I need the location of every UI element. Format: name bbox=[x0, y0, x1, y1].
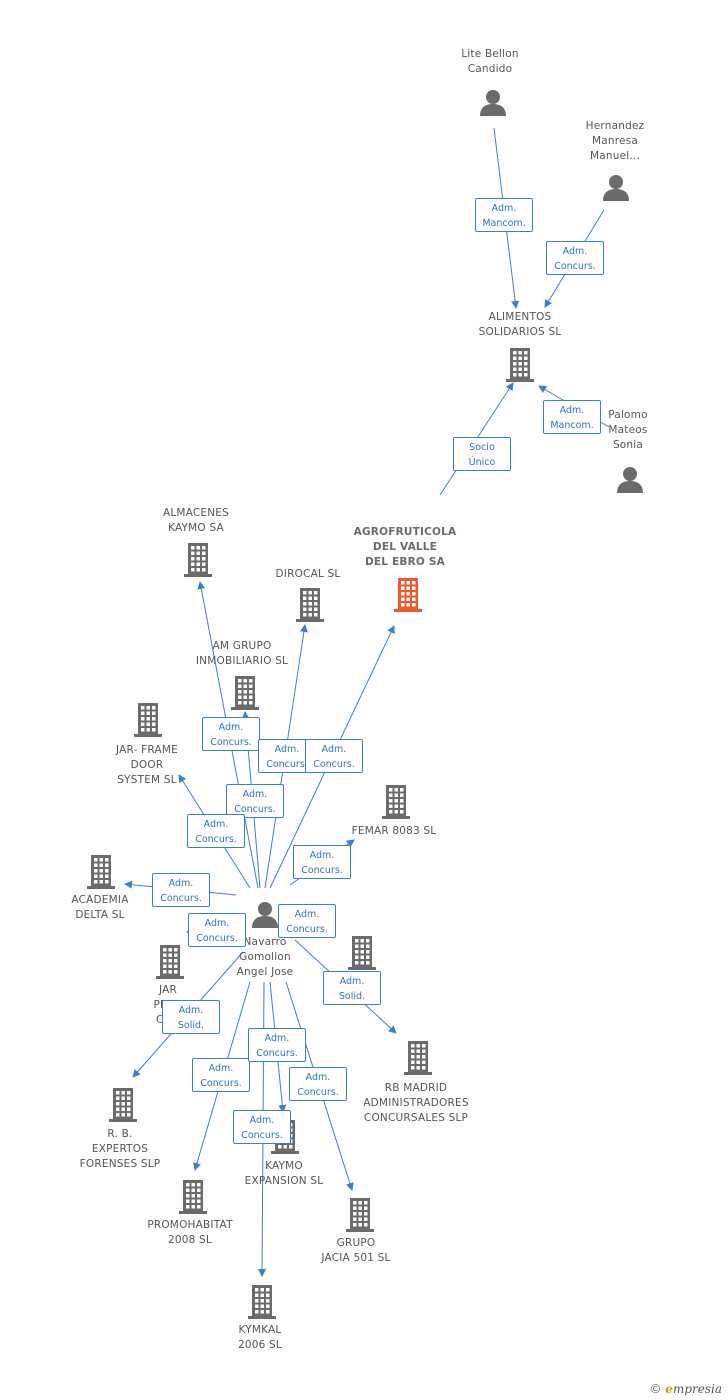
edge-label-e13[interactable]: Adm. Concurs. bbox=[278, 904, 336, 938]
node-label-kaymoexp[interactable]: KAYMO EXPANSION SL bbox=[244, 1160, 324, 1187]
edge-label-e14[interactable]: Adm. Solid. bbox=[323, 971, 381, 1005]
person-icon-lite[interactable] bbox=[478, 88, 508, 122]
node-label-jarframe[interactable]: JAR- FRAME DOOR SYSTEM SL bbox=[116, 743, 178, 786]
edge-label-e1[interactable]: Adm. Mancom. bbox=[475, 198, 533, 232]
edge-label-e8[interactable]: Adm. Concurs. bbox=[305, 739, 363, 773]
edge-label-e19[interactable]: Adm. Concurs. bbox=[233, 1110, 291, 1144]
edge-label-e11[interactable]: Adm. Concurs. bbox=[152, 873, 210, 907]
person-icon-navarro[interactable] bbox=[250, 900, 280, 934]
edge-label-e16[interactable]: Adm. Concurs. bbox=[192, 1058, 250, 1092]
node-label-hernandez[interactable]: Hernandez Manresa Manuel... bbox=[585, 119, 645, 162]
building-icon-academia[interactable] bbox=[85, 855, 117, 893]
edge-label-e17[interactable]: Adm. Concurs. bbox=[248, 1028, 306, 1062]
node-label-dirocal[interactable]: DIROCAL SL bbox=[275, 567, 341, 580]
building-icon-alimentos[interactable] bbox=[504, 348, 536, 386]
node-label-femar[interactable]: FEMAR 8083 SL bbox=[351, 824, 437, 837]
building-icon-rbmadrid[interactable] bbox=[402, 1041, 434, 1079]
building-icon-femar[interactable] bbox=[380, 785, 412, 823]
building-icon-agrofruticola[interactable] bbox=[392, 578, 424, 616]
person-icon-palomo[interactable] bbox=[615, 465, 645, 499]
building-icon-jarframe[interactable] bbox=[132, 703, 164, 741]
node-label-palomo[interactable]: Palomo Mateos Sonia bbox=[608, 408, 648, 451]
node-label-lite[interactable]: Lite Bellon Candido bbox=[461, 48, 519, 75]
edge-label-e9[interactable]: Adm. Concurs. bbox=[187, 814, 245, 848]
building-icon-almacenes[interactable] bbox=[182, 543, 214, 581]
person-icon-hernandez[interactable] bbox=[601, 173, 631, 207]
node-label-almacenes[interactable]: ALMACENES KAYMO SA bbox=[162, 507, 229, 534]
edge-label-e4[interactable]: Socio Único bbox=[453, 437, 511, 471]
node-label-rb[interactable]: R. B. EXPERTOS FORENSES SLP bbox=[79, 1127, 161, 1170]
building-icon-promohabitat[interactable] bbox=[177, 1180, 209, 1218]
edge-label-e6[interactable]: Adm. Concurs. bbox=[226, 784, 284, 818]
edge-label-e5[interactable]: Adm. Concurs. bbox=[202, 717, 260, 751]
building-icon-jacia[interactable] bbox=[344, 1198, 376, 1236]
building-icon-dirocal[interactable] bbox=[294, 588, 326, 626]
edge-label-e10[interactable]: Adm. Concurs. bbox=[293, 845, 351, 879]
node-label-jacia[interactable]: GRUPO JACIA 501 SL bbox=[321, 1237, 391, 1264]
node-label-promohabitat[interactable]: PROMOHABITAT 2008 SL bbox=[147, 1219, 233, 1246]
edge-label-e12[interactable]: Adm. Concurs. bbox=[188, 913, 246, 947]
node-label-alimentos[interactable]: ALIMENTOS SOLIDARIOS SL bbox=[478, 311, 562, 338]
building-icon-rb[interactable] bbox=[107, 1088, 139, 1126]
edge-label-e2[interactable]: Adm. Concurs. bbox=[546, 241, 604, 275]
building-icon-amgrupo[interactable] bbox=[229, 676, 261, 714]
node-label-navarro[interactable]: Navarro Gomollon Angel Jose bbox=[236, 935, 294, 978]
edge-label-e15[interactable]: Adm. Solid. bbox=[162, 1000, 220, 1034]
edge-label-e3[interactable]: Adm. Mancom. bbox=[543, 400, 601, 434]
building-icon-jarprot[interactable] bbox=[154, 945, 186, 983]
node-label-amgrupo[interactable]: AM GRUPO INMOBILIARIO SL bbox=[195, 640, 289, 667]
empresia-watermark: © empresia bbox=[649, 1382, 722, 1396]
building-icon-kre[interactable] bbox=[346, 936, 378, 974]
edge-label-e18[interactable]: Adm. Concurs. bbox=[289, 1067, 347, 1101]
building-icon-kymkal[interactable] bbox=[246, 1285, 278, 1323]
node-label-rbmadrid[interactable]: RB MADRID ADMINISTRADORES CONCURSALES SL… bbox=[363, 1081, 469, 1124]
node-label-academia[interactable]: ACADEMIA DELTA SL bbox=[71, 894, 129, 921]
node-label-agrofruticola[interactable]: AGROFRUTICOLA DEL VALLE DEL EBRO SA bbox=[353, 525, 457, 568]
node-label-kymkal[interactable]: KYMKAL 2006 SL bbox=[238, 1324, 282, 1351]
